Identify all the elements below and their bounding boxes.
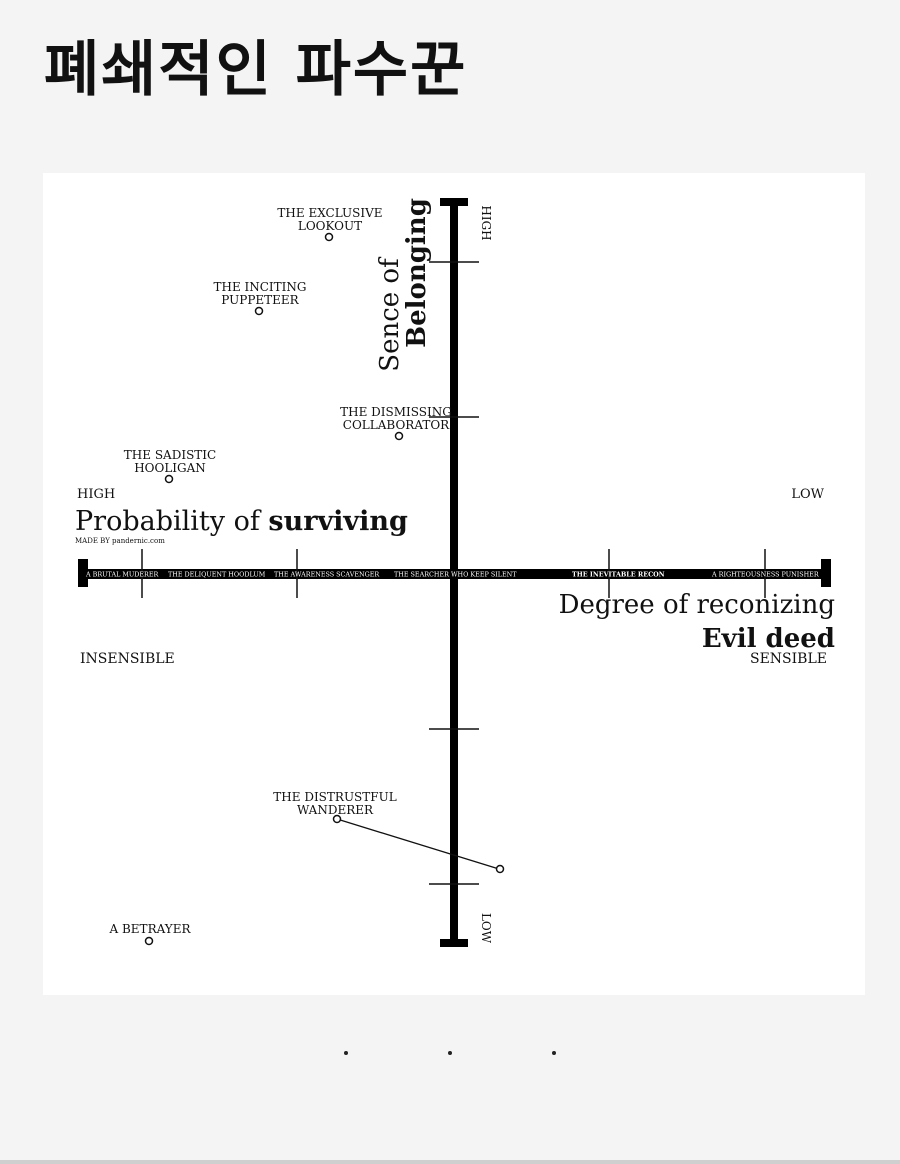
vertical-axis-ticks [429, 261, 479, 885]
character-label: HOOLIGAN [134, 461, 206, 475]
character-marker [332, 814, 342, 824]
vertical-axis-cap-top [440, 198, 468, 206]
pager-dot[interactable] [552, 1051, 556, 1055]
quadrant-diagram: A BRUTAL MUDERER THE DELIQUENT HOODLUM T… [75, 198, 835, 947]
character-marker [144, 936, 154, 946]
axis-segment-label: THE DELIQUENT HOODLUM [168, 571, 266, 579]
insensible-label: INSENSIBLE [80, 651, 175, 667]
character-label: COLLABORATOR [343, 418, 450, 432]
probability-title: Probability of surviving [75, 506, 408, 537]
y-axis-low-label: LOW [479, 913, 493, 944]
character-label: WANDERER [297, 803, 374, 817]
character-inciting-puppeteer: THE INCITING PUPPETEER [213, 280, 307, 316]
character-marker [254, 306, 264, 316]
pager-dots [0, 1040, 900, 1070]
right-low-label: LOW [791, 487, 824, 502]
horizontal-axis-cap-right [821, 559, 831, 587]
axis-segment-label: A BRUTAL MUDERER [85, 571, 159, 579]
y-axis-high-label: HIGH [479, 205, 493, 240]
y-axis-title-line1: Sence of [375, 256, 405, 372]
bottom-divider [0, 1160, 900, 1164]
horizontal-axis-ticks [141, 549, 766, 598]
character-label: THE SADISTIC [124, 448, 216, 462]
character-dismissing-collaborator: THE DISMISSING COLLABORATOR [340, 405, 452, 441]
left-high-label: HIGH [77, 487, 115, 502]
character-label: THE DISTRUSTFUL [273, 790, 396, 804]
axis-segment-label: THE AWARENESS SCAVENGER [274, 571, 379, 579]
vertical-axis-cap-bottom [440, 939, 468, 947]
pager-dot[interactable] [448, 1051, 452, 1055]
character-betrayer: A BETRAYER [109, 922, 192, 946]
horizontal-axis [79, 569, 829, 579]
probability-title-bold: surviving [268, 506, 408, 537]
y-axis-title-line2: Belonging [402, 198, 432, 348]
diagram-card: A BRUTAL MUDERER THE DELIQUENT HOODLUM T… [43, 173, 865, 995]
character-distrustful-wanderer: THE DISTRUSTFUL WANDERER [273, 790, 505, 874]
degree-title-line2: Evil deed [702, 624, 835, 654]
character-label: LOOKOUT [298, 219, 362, 233]
character-sadistic-hooligan: THE SADISTIC HOOLIGAN [124, 448, 216, 484]
axis-segment-label: THE INEVITABLE RECON [572, 571, 665, 579]
axis-segment-label: THE SEARCHER WHO KEEP SILENT [394, 571, 517, 579]
sensible-label: SENSIBLE [750, 651, 827, 667]
page-title: 폐쇄적인 파수꾼 [44, 35, 468, 105]
character-label: THE EXCLUSIVE [277, 206, 382, 220]
character-exclusive-lookout: THE EXCLUSIVE LOOKOUT [277, 206, 383, 242]
degree-title-line1: Degree of reconizing [559, 590, 835, 620]
character-marker [394, 431, 404, 441]
character-label: THE DISMISSING [340, 405, 452, 419]
pager-dot[interactable] [344, 1051, 348, 1055]
character-label: PUPPETEER [221, 293, 299, 307]
character-marker-secondary [495, 864, 505, 874]
axis-segment-label: A RIGHTEOUSNESS PUNISHER [711, 571, 819, 579]
credit-text: MADE BY pandernic.com [75, 537, 165, 545]
character-marker [164, 474, 174, 484]
character-marker [324, 232, 334, 242]
wanderer-connector-line [336, 818, 500, 870]
probability-title-normal: Probability of [75, 506, 268, 537]
character-label: THE INCITING [213, 280, 306, 294]
character-label: A BETRAYER [109, 922, 192, 936]
horizontal-axis-cap-left [78, 559, 88, 587]
